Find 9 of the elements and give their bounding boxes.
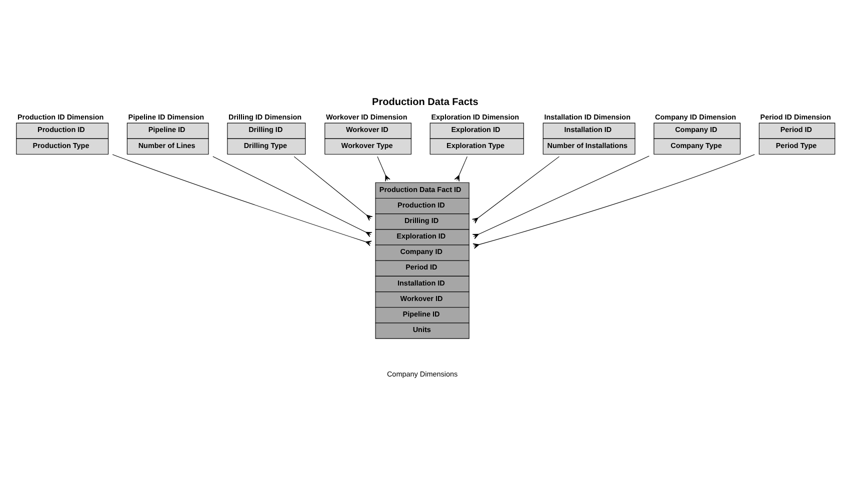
connector xyxy=(376,156,390,182)
connector xyxy=(112,154,372,246)
connector xyxy=(293,156,372,221)
connector xyxy=(472,154,754,249)
connector xyxy=(454,156,467,182)
connector xyxy=(212,156,372,238)
connector xyxy=(472,156,649,240)
connector xyxy=(471,156,559,224)
diagram-title: Production Data Facts xyxy=(372,96,478,108)
